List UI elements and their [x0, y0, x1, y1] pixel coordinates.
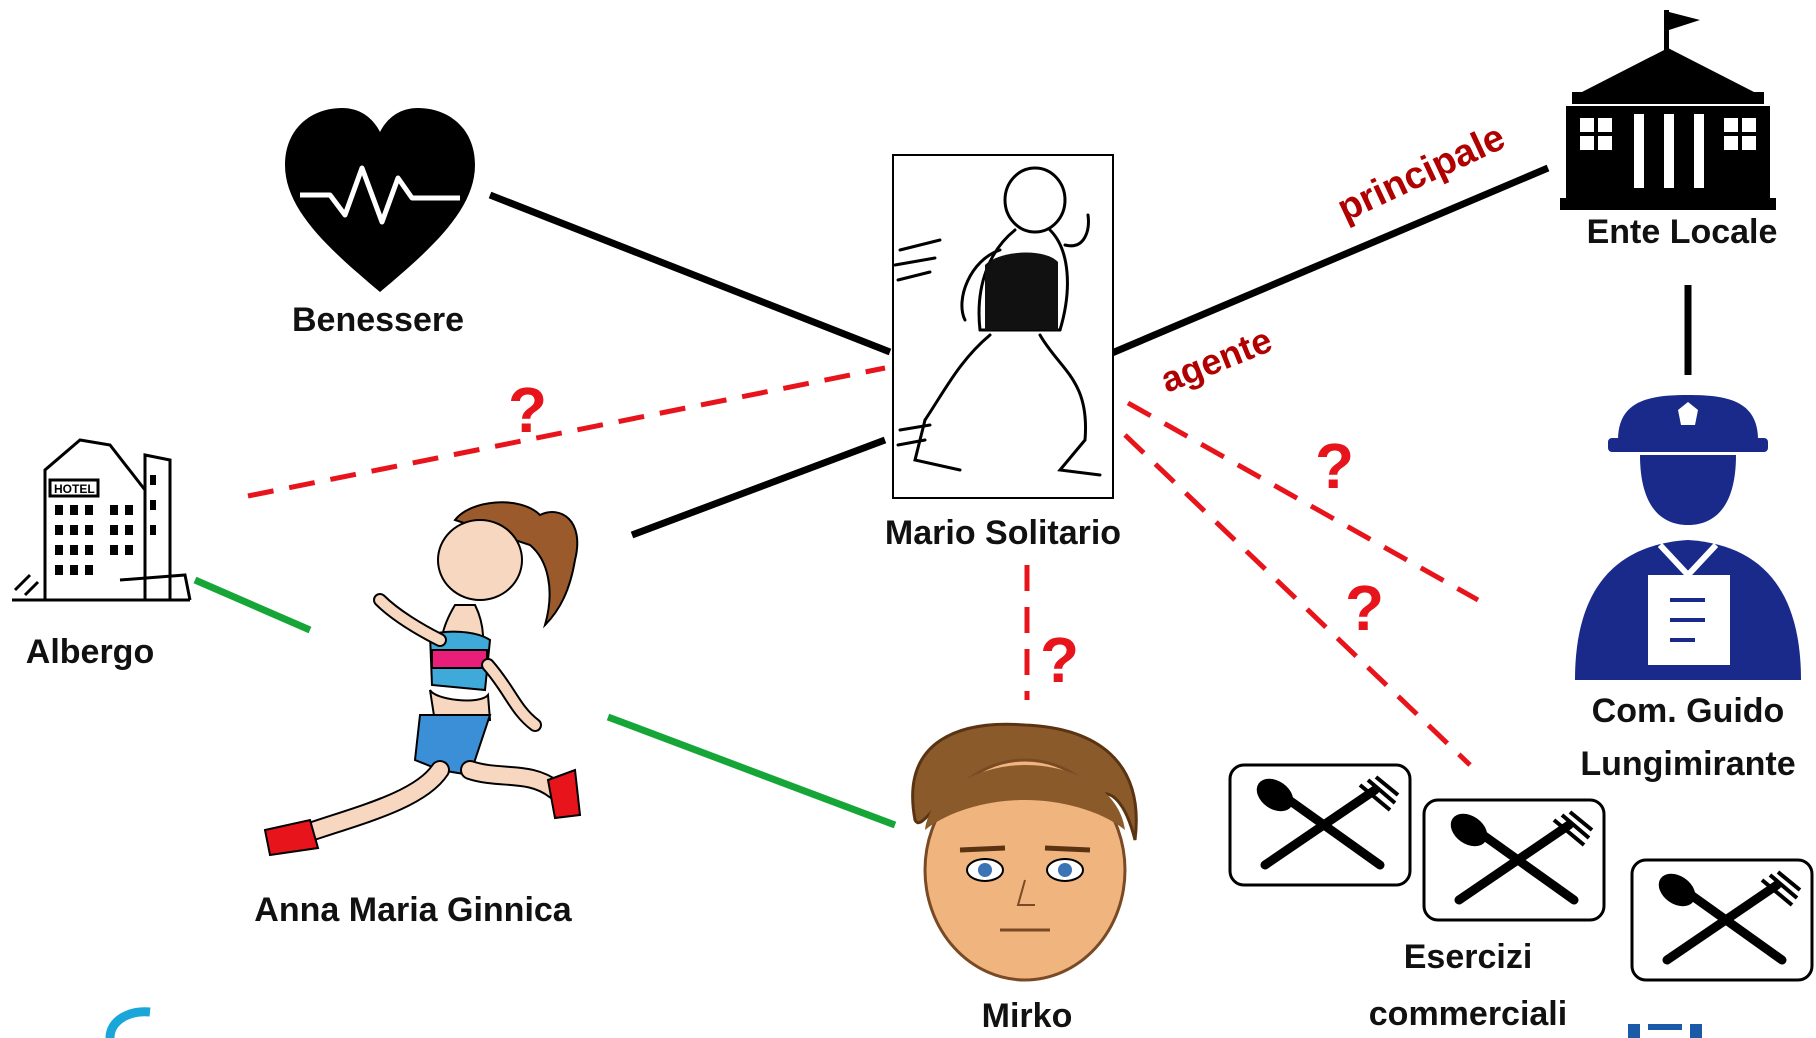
label-mario-solitario: Mario Solitario	[885, 514, 1121, 552]
edge-dashed-mario-esercizi	[1123, 433, 1472, 767]
face	[911, 722, 1138, 982]
female-runner	[263, 501, 582, 857]
hotel-sign-text: HOTEL	[54, 482, 95, 496]
hotel-building	[12, 438, 192, 602]
spoon-fork-icon	[1632, 860, 1812, 980]
edge-mario-ente	[1110, 164, 1550, 357]
edge-albergo-anna	[193, 576, 312, 634]
heart-pulse-icon	[285, 108, 475, 292]
label-mirko: Mirko	[982, 997, 1073, 1035]
town-hall-windows	[1580, 114, 1756, 188]
label-guido-line2: Lungimirante	[1580, 745, 1795, 783]
label-ente-locale: Ente Locale	[1587, 213, 1778, 251]
pulse-line	[300, 165, 460, 225]
question-mark-albergo-mario: ?	[508, 374, 547, 446]
edges	[193, 164, 1692, 829]
spoon-fork-icon	[1230, 765, 1410, 885]
runner-tank-top	[985, 252, 1058, 330]
question-mark-mario-esercizi: ?	[1345, 572, 1384, 644]
node-albergo: HOTEL Albergo	[12, 438, 192, 671]
label-benessere: Benessere	[292, 301, 464, 339]
hotel-windows	[55, 475, 156, 575]
label-anna-maria-ginnica: Anna Maria Ginnica	[254, 891, 572, 929]
node-mirko: Mirko	[911, 722, 1138, 1035]
node-mario-solitario: Mario Solitario	[885, 154, 1121, 552]
question-mark-mario-mirko: ?	[1040, 624, 1079, 696]
label-albergo: Albergo	[26, 633, 154, 671]
edge-dashed-albergo-mario	[247, 365, 886, 499]
edge-benessere-mario	[488, 191, 892, 356]
police-badge	[1678, 402, 1698, 425]
cropped-logo-left	[105, 1007, 151, 1038]
label-guido-line1: Com. Guido	[1592, 692, 1785, 730]
node-esercizi-commerciali: Esercizi commerciali	[1230, 765, 1812, 1033]
node-guido-lungimirante: Com. Guido Lungimirante	[1575, 395, 1801, 783]
edge-label-principale: principale	[1331, 116, 1511, 230]
edge-dashed-mario-guido	[1126, 400, 1480, 603]
runner-shorts	[413, 714, 492, 777]
node-benessere: Benessere	[285, 108, 475, 339]
label-esercizi-line1: Esercizi	[1404, 938, 1533, 976]
label-esercizi-line2: commerciali	[1369, 995, 1567, 1033]
edge-anna-mario	[630, 436, 887, 539]
edge-anna-mirko	[606, 713, 897, 829]
runner-hair	[453, 501, 579, 629]
node-ente-locale: Ente Locale	[1560, 10, 1777, 251]
edge-label-agente: agente	[1155, 319, 1278, 400]
question-mark-mario-guido: ?	[1315, 430, 1354, 502]
node-anna-maria-ginnica: Anna Maria Ginnica	[254, 501, 582, 929]
cropped-logo-right	[1628, 1024, 1702, 1038]
spoon-fork-icon	[1424, 800, 1604, 920]
